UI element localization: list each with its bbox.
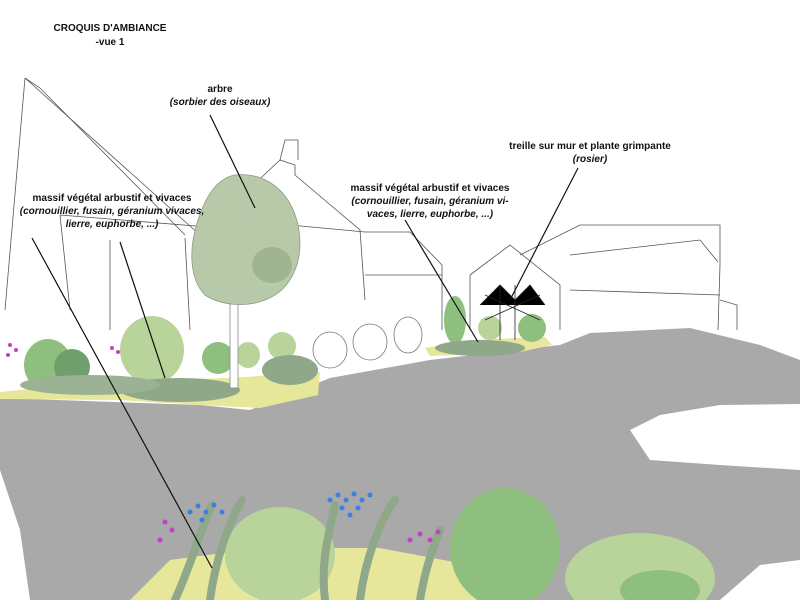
annotation-massif-left-detail-1: (cornouillier, fusain, géranium vivaces, — [19, 206, 205, 217]
annotation-tree: arbre (sorbier des oiseaux) — [150, 83, 290, 109]
foreground-blue-flowers — [187, 491, 373, 523]
annotation-massif-left: massif végétal arbustif et vivaces (corn… — [2, 192, 222, 231]
tree-sorbier — [191, 174, 301, 389]
sketch-title: CROQUIS D'AMBIANCE -vue 1 — [52, 22, 168, 50]
annotation-tree-detail: (sorbier des oiseaux) — [169, 97, 271, 108]
annotation-trellis-detail: (rosier) — [572, 154, 608, 165]
building-outlines — [4, 77, 738, 331]
wall-shrubs — [312, 316, 423, 369]
annotation-massif-right-detail-1: (cornouillier, fusain, géranium vi- — [351, 196, 509, 207]
foreground-pink-flowers — [157, 519, 441, 543]
leader-lines — [31, 114, 579, 569]
left-massif-plants — [20, 316, 318, 402]
annotation-massif-right-detail-2: vaces, lierre, euphorbe, ...) — [366, 209, 494, 220]
left-flowers — [6, 343, 120, 357]
annotation-massif-right-title: massif végétal arbustif et vivaces — [350, 183, 510, 194]
foreground-plants — [171, 488, 715, 600]
annotation-massif-left-detail-2: lierre, euphorbe, ...) — [65, 219, 159, 230]
annotation-tree-title: arbre — [207, 84, 233, 95]
annotation-trellis: treille sur mur et plante grimpante (ros… — [490, 140, 690, 166]
annotation-massif-right: massif végétal arbustif et vivaces (corn… — [335, 182, 525, 221]
trellis — [479, 284, 546, 340]
title-line1: CROQUIS D'AMBIANCE — [53, 23, 167, 34]
annotation-massif-left-title: massif végétal arbustif et vivaces — [32, 193, 192, 204]
annotation-trellis-title: treille sur mur et plante grimpante — [509, 141, 671, 152]
right-massif-plants — [435, 296, 546, 356]
title-line2: -vue 1 — [95, 37, 125, 48]
